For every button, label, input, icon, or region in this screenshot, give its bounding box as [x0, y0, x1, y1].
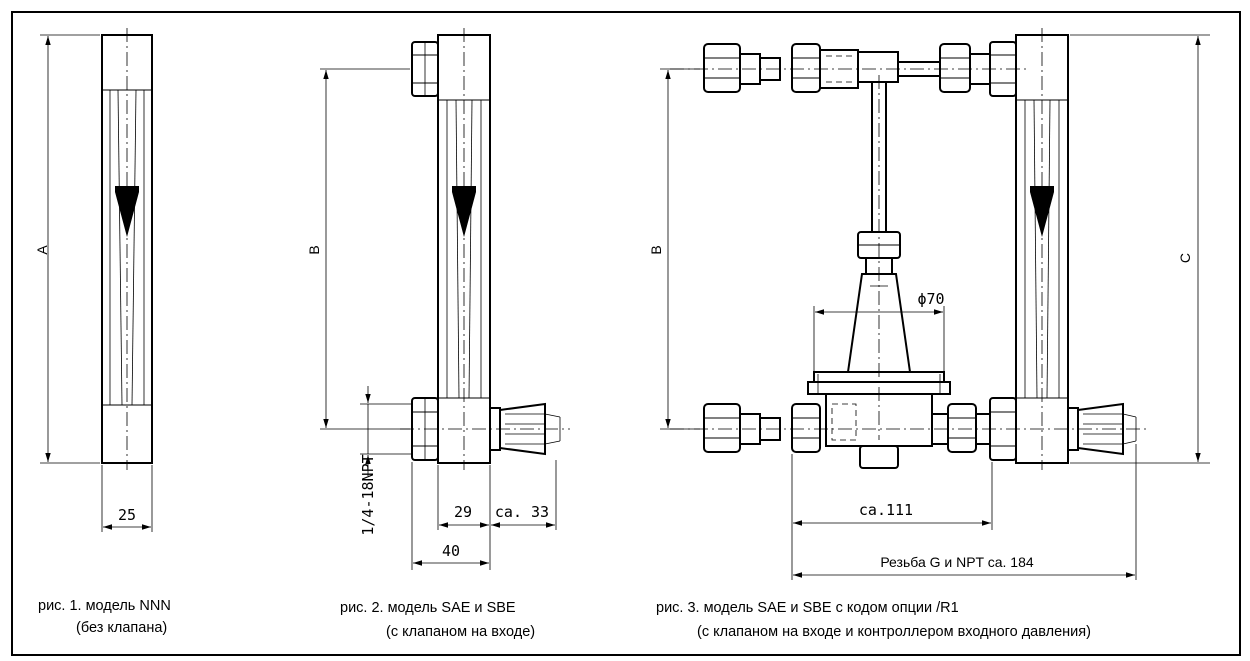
dim-B-label: B	[306, 245, 322, 254]
float-icon	[452, 192, 476, 237]
needle-valve	[1077, 402, 1124, 456]
dim-thread-label: 1/4-18NPT	[359, 454, 377, 535]
dim-A-label: A	[34, 245, 50, 255]
fig1-caption-line1: рис. 1. модель NNN	[38, 598, 171, 614]
fig3-dimensions	[660, 34, 1210, 580]
dim-29-label: 29	[454, 503, 472, 521]
dim-40-label: 40	[442, 542, 460, 560]
dim-ca111-label: ca.111	[859, 501, 913, 519]
dim-C-label: C	[1177, 253, 1193, 263]
fig3-caption-line1: рис. 3. модель SAE и SBE с кодом опции /…	[656, 600, 959, 616]
inlet-fitting-top	[703, 43, 741, 93]
fig3-flowmeter	[989, 28, 1137, 470]
dim-phi70-label: ϕ70	[917, 290, 944, 308]
fig1-dimensions	[40, 34, 153, 532]
needle-valve	[499, 402, 546, 456]
dim-B-label: B	[648, 245, 664, 254]
dim-ca33-label: ca. 33	[495, 503, 549, 521]
fig3-piping	[670, 43, 1150, 469]
dim-thread184-label: Резьба G и NPT ca. 184	[880, 554, 1034, 570]
fig1-flowmeter	[101, 28, 153, 470]
fig2-flowmeter	[400, 28, 570, 470]
tee-fitting	[857, 51, 899, 83]
drawing-frame	[11, 11, 1241, 656]
float-icon	[1030, 192, 1054, 237]
float-icon	[115, 192, 139, 237]
fig3-caption-line2: (с клапаном на входе и контроллером вход…	[697, 624, 1091, 640]
fig2-caption-line2: (с клапаном на входе)	[386, 624, 536, 640]
fig1-caption-line2: (без клапана)	[76, 620, 168, 636]
fig2-caption-line1: рис. 2. модель SAE и SBE	[340, 600, 516, 616]
dim-25-label: 25	[118, 506, 136, 524]
inlet-fitting-bottom	[703, 403, 741, 453]
fig2-dimensions	[320, 68, 557, 570]
